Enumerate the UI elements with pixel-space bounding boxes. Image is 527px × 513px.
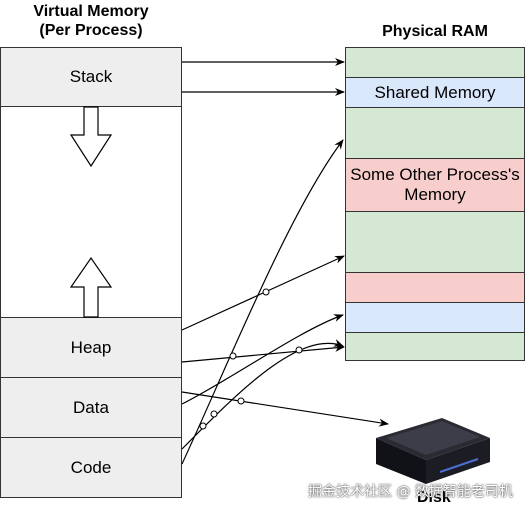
arrow-data-to-disk (181, 391, 389, 427)
virtual-memory-title-line1: Virtual Memory (33, 3, 149, 20)
virtual-memory-title: Virtual Memory (Per Process) (0, 2, 182, 40)
heap-label: Heap (70, 337, 112, 357)
line-crossing-hop (262, 288, 270, 296)
ram-block-green-3 (345, 211, 525, 273)
line-crossing-hop (210, 410, 218, 418)
stack-label: Stack (69, 67, 113, 86)
disk-drive-icon (376, 418, 490, 484)
line-crossing-hop (199, 422, 207, 430)
line-crossing-hop (229, 352, 237, 360)
disk-label: Disk (417, 489, 451, 506)
ram-block-blue-2 (345, 302, 525, 333)
arrow-heap-to-ram-2 (181, 343, 345, 363)
virtual-memory-title-line2: (Per Process) (39, 22, 143, 39)
shared-memory-label: Shared Memory (374, 82, 496, 102)
arrow-data-to-ram (181, 314, 344, 405)
watermark-text: 掘金技术社区 @ 数据智能老司机 (308, 484, 513, 500)
physical-ram-title: Physical RAM (382, 23, 488, 40)
code-label: Code (70, 457, 112, 477)
code-segment: Code (0, 437, 182, 498)
data-label: Data (73, 397, 109, 417)
ram-block-other-process: Some Other Process's Memory (345, 158, 525, 212)
line-crossing-hop (237, 397, 245, 405)
arrow-code-to-ram-1 (181, 139, 344, 465)
line-crossing-hop (295, 346, 303, 354)
other-process-memory-label: Some Other Process's Memory (350, 165, 520, 204)
ram-block-green-4 (345, 332, 525, 361)
stack-segment: Stack (0, 47, 182, 107)
heap-grows-up-arrow (69, 256, 113, 318)
heap-segment: Heap (0, 317, 182, 378)
stack-grows-down-arrow (69, 106, 113, 168)
